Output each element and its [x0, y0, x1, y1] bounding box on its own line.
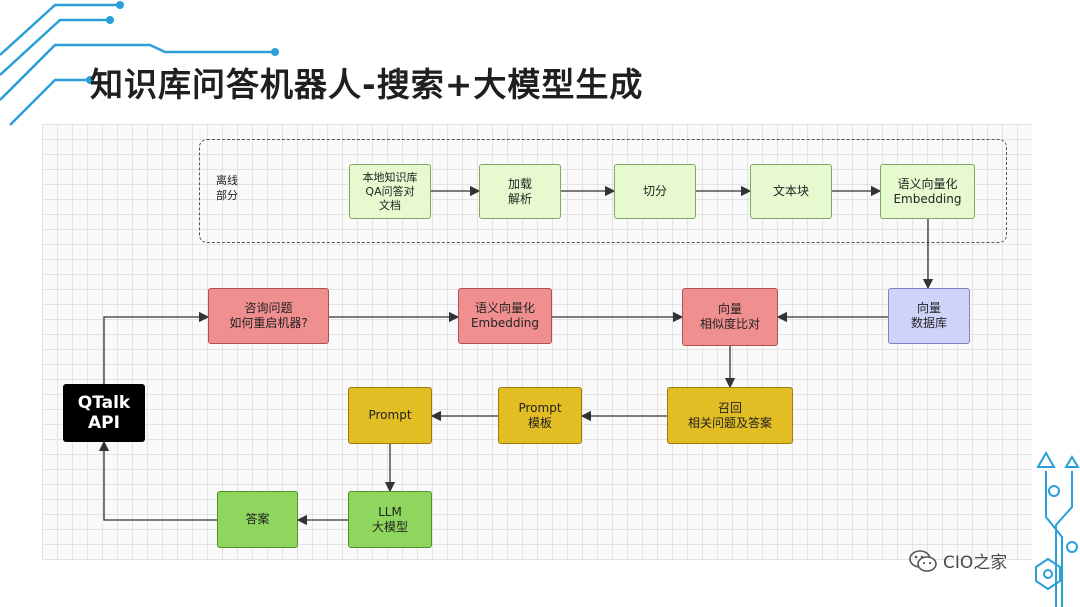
circuit-decoration-bottom-right — [1035, 450, 1080, 607]
offline-section-box — [199, 139, 1007, 243]
offline-section-label: 离线 部分 — [216, 174, 238, 202]
node-recall: 召回 相关问题及答案 — [667, 387, 793, 444]
page-title: 知识库问答机器人-搜索+大模型生成 — [90, 65, 644, 104]
node-text-chunks: 文本块 — [750, 164, 832, 219]
wechat-icon — [909, 549, 937, 572]
watermark: CIO之家 — [908, 548, 1007, 573]
node-qtalk-api: QTalk API — [63, 384, 145, 442]
node-split: 切分 — [614, 164, 696, 219]
node-vector-db: 向量 数据库 — [888, 288, 970, 344]
node-prompt: Prompt — [348, 387, 432, 444]
node-embedding-offline: 语义向量化 Embedding — [880, 164, 975, 219]
node-llm: LLM 大模型 — [348, 491, 432, 548]
node-load-parse: 加载 解析 — [479, 164, 561, 219]
watermark-text: CIO之家 — [943, 553, 1008, 573]
node-prompt-template: Prompt 模板 — [498, 387, 582, 444]
node-local-docs: 本地知识库 QA问答对 文档 — [349, 164, 431, 219]
node-similarity: 向量 相似度比对 — [682, 288, 778, 346]
node-query: 咨询问题 如何重启机器? — [208, 288, 329, 344]
node-answer: 答案 — [217, 491, 298, 548]
circuit-decoration-top-left — [0, 1, 279, 126]
node-embedding-query: 语义向量化 Embedding — [458, 288, 552, 344]
